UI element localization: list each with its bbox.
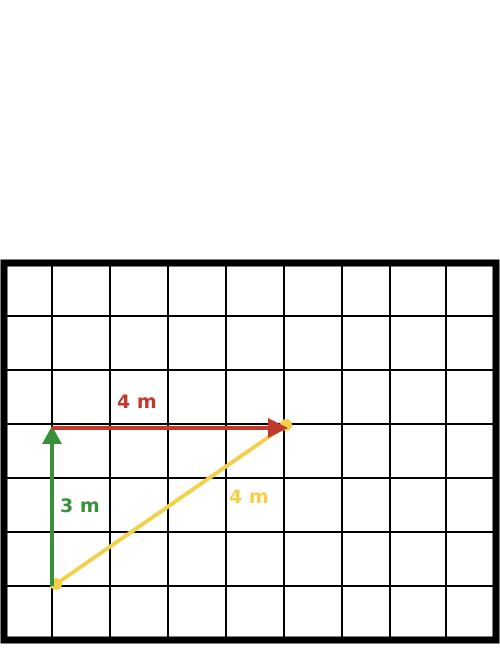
red-vector-label: 4 m [117,391,157,413]
red-arrowhead [268,418,288,438]
green-arrowhead [42,426,62,444]
grid-lines [4,263,496,640]
grid-border [0,259,500,644]
green-vector-label: 3 m [60,495,100,517]
yellow-vector-label: 4 m [229,486,269,508]
yellow-line [54,423,288,586]
